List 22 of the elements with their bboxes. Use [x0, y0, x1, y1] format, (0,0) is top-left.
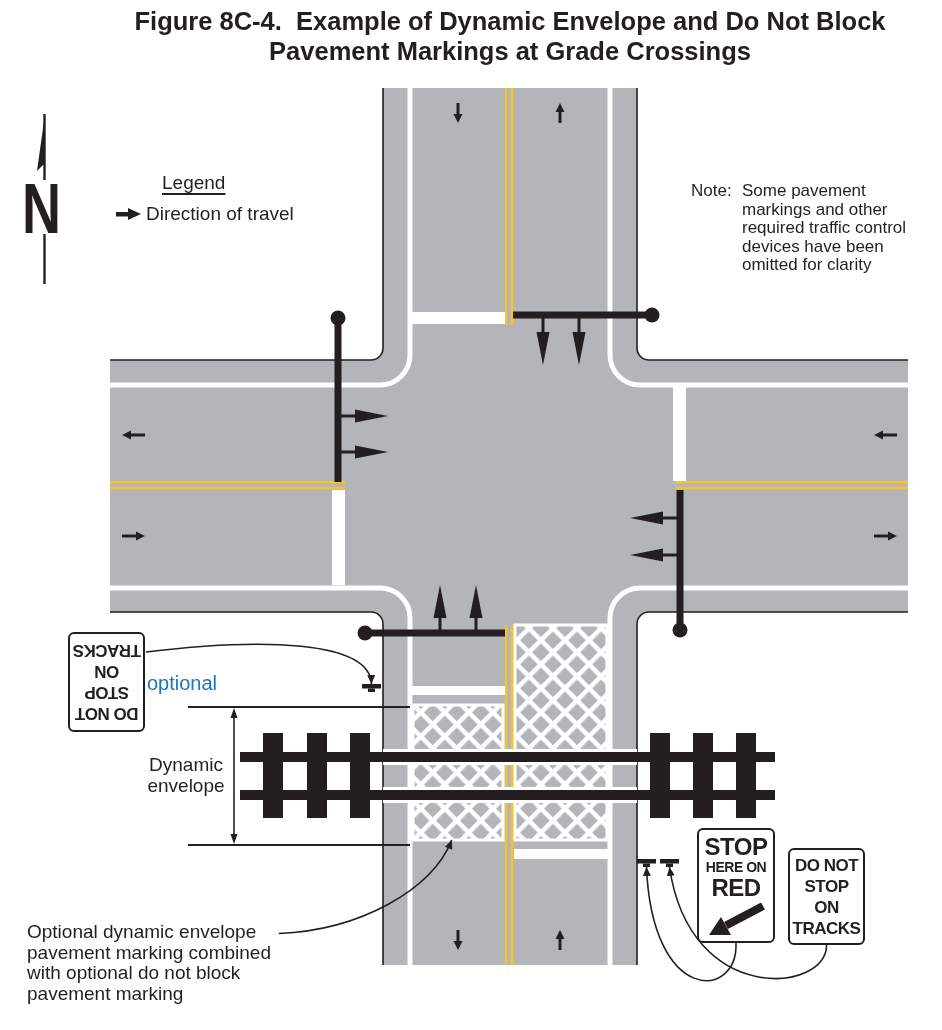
- figure-title: Figure 8C-4. Example of Dynamic Envelope and Do Not Block Pavement Markings at Grade Crossings: [133, 6, 887, 66]
- sign-symbol-icon: [637, 859, 656, 867]
- regulatory-sign: [68, 632, 145, 732]
- note-text: Some pavement markings and other required traffic control devices have been omitted for clarity: [742, 182, 908, 275]
- leader-line: [643, 866, 737, 982]
- annotation-text: optional: [147, 671, 218, 695]
- sign-symbol-icon: [362, 684, 381, 692]
- sign-text: STOP HERE ON RED: [703, 834, 769, 900]
- north-label: N: [22, 173, 61, 244]
- legend-title: Legend: [162, 172, 226, 194]
- dimension-label: Dynamic envelope: [146, 754, 226, 796]
- leader-line: [145, 643, 374, 685]
- sign-text: DO NOT STOP ON TRACKS: [71, 640, 142, 724]
- sign-text: DO NOT STOP ON TRACKS: [791, 854, 862, 939]
- leader-line: [667, 866, 828, 980]
- regulatory-sign: [697, 828, 775, 943]
- leader-line: [278, 839, 453, 935]
- sign-symbol-icon: [660, 859, 679, 867]
- legend-label: Direction of travel: [146, 203, 294, 225]
- note-label: Note:: [691, 182, 732, 201]
- regulatory-sign: [788, 848, 865, 945]
- callout-text: Optional dynamic envelope pavement marking combined with optional do not block pavement marking: [27, 922, 278, 1004]
